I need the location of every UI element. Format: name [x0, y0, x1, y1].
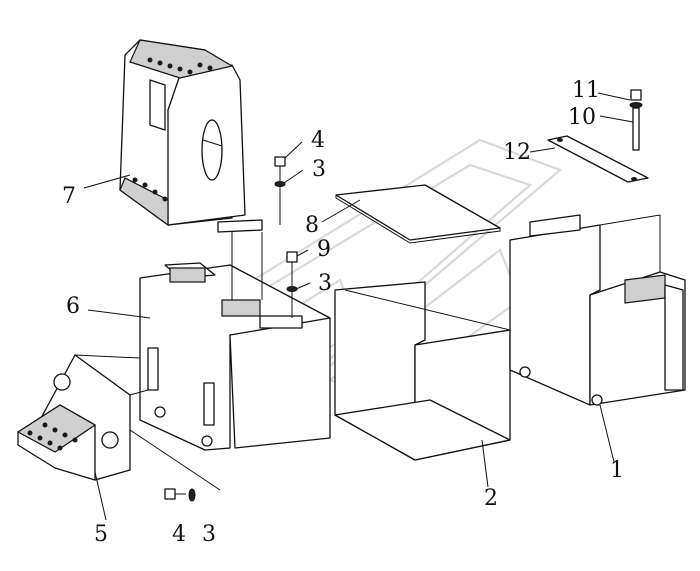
callout-5: 5 — [94, 522, 108, 547]
leader-lines — [83, 92, 634, 521]
callout-11: 11 — [572, 78, 600, 103]
bolt-middle — [286, 251, 298, 318]
callout-4-lower: 4 — [172, 522, 186, 547]
bolt-upper — [274, 156, 286, 225]
upper-step-bracket — [119, 39, 263, 233]
main-body-panel — [139, 232, 331, 451]
callout-labels: 1 2 3 3 3 4 4 5 6 7 8 9 10 11 12 — [62, 78, 624, 547]
callout-7: 7 — [62, 184, 76, 209]
callout-10: 10 — [568, 105, 596, 130]
callout-3-lower: 3 — [202, 522, 216, 547]
callout-4-upper: 4 — [311, 128, 325, 153]
bolt-lower — [129, 429, 221, 502]
front-cover-box — [334, 281, 511, 461]
callout-3-middle: 3 — [318, 271, 332, 296]
cover-plate — [335, 184, 501, 244]
long-bolt — [629, 89, 643, 151]
callout-8: 8 — [305, 213, 319, 238]
callout-3-upper: 3 — [312, 157, 326, 182]
callout-12: 12 — [503, 140, 531, 165]
callout-2: 2 — [484, 486, 498, 511]
strap-plate — [547, 135, 649, 183]
callout-6: 6 — [66, 294, 80, 319]
callout-9: 9 — [317, 237, 331, 262]
right-side-panel — [509, 214, 686, 406]
lower-step-bracket — [16, 354, 149, 481]
callout-1: 1 — [610, 458, 624, 483]
